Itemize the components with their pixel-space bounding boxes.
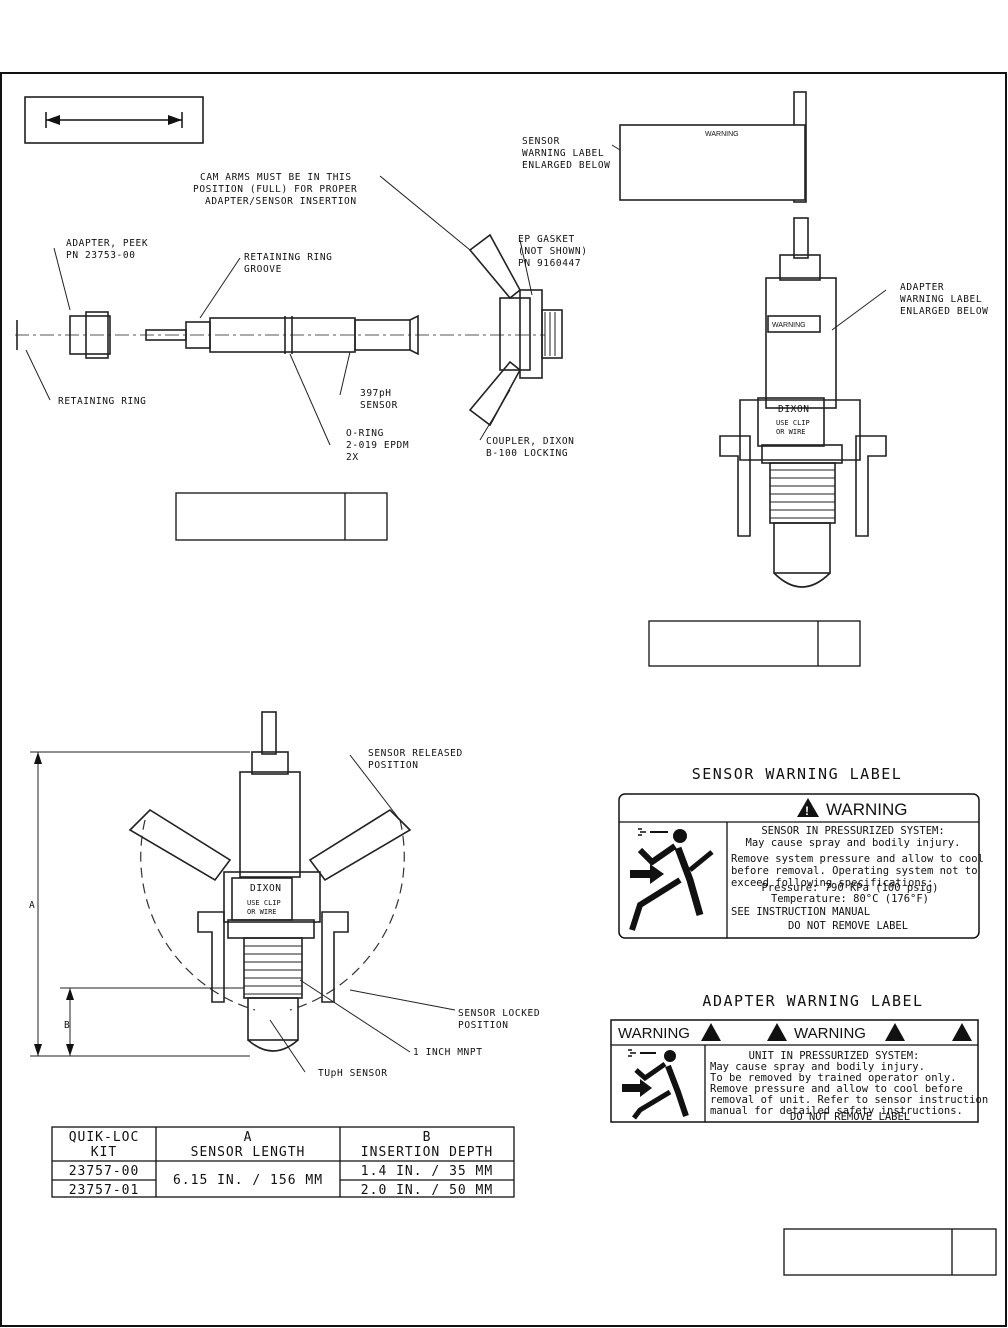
table-header-b-1: B [423,1130,432,1145]
warning-triangle-icon [701,1023,972,1041]
side-view-labels: SENSOR WARNING LABEL ENLARGED BELOW ADAP… [522,131,988,436]
side-use-clip-2: OR WIRE [776,428,806,436]
locked-view-labels: SENSOR RELEASED POSITION SENSOR LOCKED P… [29,748,540,1079]
sensor-label-title: SENSOR WARNING LABEL [692,765,903,783]
sensor-label-1: 397pH [360,388,392,399]
sensor-label-line-4: before removal. Operating system not to [731,865,978,877]
warning-triangle-icon: ! [797,798,819,818]
hazard-person-icon [629,828,714,931]
released-label-2: POSITION [368,760,419,771]
caption-box-1 [175,492,388,541]
adapter-label-line-1: UNIT IN PRESSURIZED SYSTEM: [749,1050,920,1062]
adapter-label-2: PN 23753-00 [66,250,136,261]
sensor-label-line-2: May cause spray and bodily injury. [746,837,961,849]
tuph-label: TUpH SENSOR [318,1068,388,1079]
table-row-1-kit: 23757-00 [69,1164,140,1179]
adapter-label-line-4: Remove pressure and allow to cool before [710,1083,963,1095]
adapter-warning-label: ADAPTER WARNING LABEL WARNING WARNING UN… [610,992,988,1123]
table-header-b-2: INSERTION DEPTH [361,1145,493,1160]
sensor-label-line-5: exceed following specifications: [731,877,933,889]
exploded-view [15,175,563,446]
table-sensor-length: 6.15 IN. / 156 MM [173,1173,323,1188]
mnpt-label: 1 INCH MNPT [413,1047,483,1058]
sensor-label-callout-3: ENLARGED BELOW [522,160,610,171]
dim-a-label: A [29,900,35,911]
table-header-a-1: A [244,1130,253,1145]
locked-label-1: SENSOR LOCKED [458,1008,540,1019]
locked-view [30,711,456,1073]
o-ring-label-3: 2X [346,452,359,463]
adapter-label-callout-1: ADAPTER [900,282,944,293]
o-ring-label-2: 2-019 EPDM [346,440,409,451]
table-header-kit-1: QUIK-LOC [69,1130,140,1145]
locked-dixon-text: DIXON [250,883,282,894]
cam-arms-note-1: CAM ARMS MUST BE IN THIS [200,172,352,183]
sensor-label-line-6: Pressure: 790 KPa (100 psig) [761,882,938,894]
small-sensor-warning: WARNING [705,131,739,138]
sensor-label-warning: WARNING [826,800,908,819]
sensor-label-callout-1: SENSOR [522,136,560,147]
sensor-label-line-9: DO NOT REMOVE LABEL [788,920,908,932]
kit-table: QUIK-LOC KIT A SENSOR LENGTH B INSERTION… [51,1126,515,1198]
locked-use-clip-1: USE CLIP [247,899,281,907]
adapter-label-line-6: manual for detailed safety instructions. [710,1105,963,1117]
adapter-warning-left: WARNING [618,1025,690,1042]
hazard-person-icon [622,1049,689,1120]
adapter-label-callout-2: WARNING LABEL [900,294,982,305]
table-row-1-depth: 1.4 IN. / 35 MM [361,1164,493,1179]
sensor-label-line-7: Temperature: 80°C (176°F) [771,893,929,905]
locked-label-2: POSITION [458,1020,509,1031]
scale-box [24,96,204,144]
sensor-label-2: SENSOR [360,400,398,411]
retaining-ring-label: RETAINING RING [58,396,146,407]
coupler-label-1: COUPLER, DIXON [486,436,574,447]
ep-gasket-label-2: (NOT SHOWN) [518,246,588,257]
sensor-label-line-1: SENSOR IN PRESSURIZED SYSTEM: [761,825,944,837]
cam-arms-note-3: ADAPTER/SENSOR INSERTION [205,196,357,207]
coupler-label-2: B-100 LOCKING [486,448,568,459]
sensor-label-line-3: Remove system pressure and allow to cool [731,853,984,865]
adapter-label-line-7: DO NOT REMOVE LABEL [790,1111,910,1123]
ep-gasket-label-1: EP GASKET [518,234,575,245]
sheet-border [0,72,1007,1327]
adapter-label-title: ADAPTER WARNING LABEL [702,992,923,1010]
locked-use-clip-2: OR WIRE [247,908,277,916]
dim-b-label: B [64,1020,70,1031]
table-row-2-kit: 23757-01 [69,1183,140,1198]
ep-gasket-label-3: PN 9160447 [518,258,581,269]
table-header-kit-2: KIT [91,1145,117,1160]
caption-box-3 [783,1228,997,1276]
svg-text:!: ! [805,804,809,818]
exploded-labels: CAM ARMS MUST BE IN THIS POSITION (FULL)… [58,172,588,463]
side-use-clip-1: USE CLIP [776,419,810,427]
side-dixon-text: DIXON [778,404,810,415]
groove-label-2: GROOVE [244,264,282,275]
adapter-label-line-3: To be removed by trained operator only. [710,1072,957,1084]
caption-box-2 [648,620,861,667]
adapter-label-callout-3: ENLARGED BELOW [900,306,988,317]
adapter-label-line-2: May cause spray and bodily injury. [710,1061,925,1073]
adapter-label-1: ADAPTER, PEEK [66,238,148,249]
small-adapter-warning: WARNING [772,322,806,329]
adapter-warning-right: WARNING [794,1025,866,1042]
cam-arms-note-2: POSITION (FULL) FOR PROPER [193,184,357,195]
adapter-label-line-5: removal of unit. Refer to sensor instruc… [710,1094,988,1106]
table-row-2-depth: 2.0 IN. / 50 MM [361,1183,493,1198]
side-view [611,91,887,588]
sensor-label-callout-2: WARNING LABEL [522,148,604,159]
o-ring-label-1: O-RING [346,428,384,439]
groove-label-1: RETAINING RING [244,252,332,263]
sensor-warning-label: SENSOR WARNING LABEL ! WARNING SENSOR IN… [618,765,984,939]
table-header-a-2: SENSOR LENGTH [191,1145,306,1160]
sensor-label-line-8: SEE INSTRUCTION MANUAL [731,906,870,918]
released-label-1: SENSOR RELEASED [368,748,463,759]
